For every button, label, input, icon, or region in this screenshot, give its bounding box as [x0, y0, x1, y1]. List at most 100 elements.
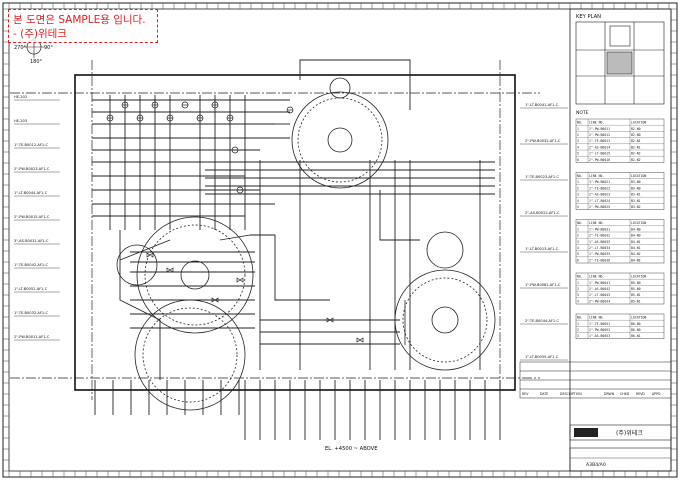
table-cell: B5-N1 — [631, 299, 641, 303]
left-line-label: 1"-TE-B0042-AF1-C — [14, 263, 48, 267]
revision-header-cell: DATE — [540, 392, 548, 396]
table-cell: B3-N1 — [631, 199, 641, 203]
right-line-label: 2"-PW-B0032-AF1-C — [525, 139, 561, 143]
right-line-label: 1"-PW-B0061-AF1-C — [525, 283, 561, 287]
table-cell: B4-N2 — [631, 258, 641, 262]
table-cell: 6 — [577, 158, 579, 162]
table-cell: 1"-PW-B0021 — [589, 180, 610, 184]
tank-left — [136, 216, 254, 334]
table-header-cell: LOCATION — [631, 275, 646, 279]
table-cell: 2"-PW-B0044 — [589, 299, 610, 303]
title-block — [569, 8, 672, 472]
tank-bottom-left — [134, 299, 246, 411]
table-cell: 2"-PW-B0016 — [589, 158, 610, 162]
table-cell: B2-N1 — [631, 145, 641, 149]
table-header-cell: LINE NO. — [589, 316, 604, 320]
line-table — [575, 272, 665, 305]
left-line-label: 1"-LT-B0052-AF1-C — [14, 287, 48, 291]
table-header-cell: LOCATION — [631, 316, 646, 320]
table-header-cell: LINE NO. — [589, 174, 604, 178]
company-block — [569, 424, 672, 441]
table-cell: 1"-AS-B0053 — [589, 334, 610, 338]
table-header-cell: LOCATION — [631, 121, 646, 125]
left-line-label: 2"-PW-B0011-AF1-C — [14, 335, 50, 339]
table-cell: 1"-PW-B0011 — [589, 127, 610, 131]
table-cell: 3 — [577, 293, 579, 297]
table-header-cell: LINE NO. — [589, 275, 604, 279]
table-cell: 1"-PW-B0035 — [589, 252, 610, 256]
table-cell: 1"-LT-B0015 — [589, 152, 610, 156]
table-cell: B5-N1 — [631, 293, 641, 297]
revision-header-cell: CHKD — [620, 392, 630, 396]
left-line-label: 1"-LT-B0044-AF1-C — [14, 191, 48, 195]
table-cell: 6 — [577, 258, 579, 262]
table-cell: B6-N0 — [631, 328, 641, 332]
table-cell: 2 — [577, 186, 579, 190]
table-cell: 2"-PW-B0052 — [589, 328, 610, 332]
table-cell: 1 — [577, 127, 579, 131]
line-table — [575, 219, 665, 264]
right-line-label: 2"-AS-B0022-AF1-C — [525, 211, 560, 215]
line-table — [575, 118, 665, 163]
table-cell: B2-N0 — [631, 133, 641, 137]
table-cell: 2"-AS-B0014 — [589, 145, 610, 149]
table-cell: 1"-LT-B0043 — [589, 293, 610, 297]
vessel-small-left — [116, 244, 158, 286]
valves — [106, 101, 364, 343]
key-plan — [575, 21, 665, 105]
table-cell: 4 — [577, 145, 579, 149]
table-cell: 2 — [577, 133, 579, 137]
area-boundary — [74, 74, 516, 391]
table-cell: 1"-PW-B0031 — [589, 227, 610, 231]
drawing-number-block — [569, 447, 672, 472]
table-cell: B3-N0 — [631, 180, 641, 184]
vessel-small-right — [426, 231, 464, 269]
table-cell: 2"-PW-B0012 — [589, 133, 610, 137]
table-header-cell: LOCATION — [631, 221, 646, 225]
table-cell: 2"-LT-B0034 — [589, 246, 610, 250]
left-line-label: 2"-PW-B0015-AF1-C — [14, 215, 50, 219]
left-line-label: 1"-TE-B0012-AF1-C — [14, 143, 48, 147]
table-cell: B2-N2 — [631, 158, 641, 162]
left-line-label: 1"-TE-B0032-AF1-C — [14, 311, 48, 315]
table-cell: 1"-TE-B0051 — [589, 322, 610, 326]
table-cell: 4 — [577, 246, 579, 250]
revision-header-cell: DESCRIPTION — [560, 392, 582, 396]
right-line-label: 1"-LT-B0013-AF1-C — [525, 247, 559, 251]
table-cell: 1"-AS-B0033 — [589, 240, 610, 244]
table-cell: 4 — [577, 199, 579, 203]
table-cell: 1"-TE-B0013 — [589, 139, 610, 143]
table-cell: 4 — [577, 299, 579, 303]
table-cell: 3 — [577, 193, 579, 197]
table-cell: B4-N1 — [631, 240, 641, 244]
table-cell: 3 — [577, 139, 579, 143]
table-header-cell: NO. — [577, 174, 583, 178]
table-cell: 2"-AS-B0042 — [589, 287, 610, 291]
table-cell: 1"-LT-B0024 — [589, 199, 610, 203]
keyplan-title: KEY PLAN — [576, 14, 601, 20]
pipe-lines — [92, 59, 501, 440]
left-line-label: 3"-AS-B0031-AF1-C — [14, 239, 49, 243]
deg-270-label: 270° — [14, 45, 27, 51]
table-cell: 5 — [577, 252, 579, 256]
revision-header-cell: REVD — [636, 392, 645, 396]
table-cell: 2 — [577, 234, 579, 238]
table-cell: B2-N1 — [631, 139, 641, 143]
table-cell: B4-N2 — [631, 252, 641, 256]
table-cell: B4-N0 — [631, 227, 641, 231]
elevation-label: EL. +4500 ~ ABOVE — [325, 446, 378, 452]
table-cell: 2"-TE-B0036 — [589, 258, 610, 262]
table-cell: 3 — [577, 240, 579, 244]
table-cell: 1 — [577, 227, 579, 231]
table-cell: B5-N0 — [631, 287, 641, 291]
right-line-labels: 1"-LT-B0041-AF1-C2"-PW-B0032-AF1-C1"-TE-… — [520, 103, 568, 361]
table-header-cell: LINE NO. — [589, 121, 604, 125]
watermark-line-2: - (주)위테크 — [13, 28, 67, 40]
left-line-label: HE-202 — [14, 95, 27, 99]
table-cell: 1"-PW-B0041 — [589, 281, 610, 285]
table-cell: B2-N0 — [631, 127, 641, 131]
